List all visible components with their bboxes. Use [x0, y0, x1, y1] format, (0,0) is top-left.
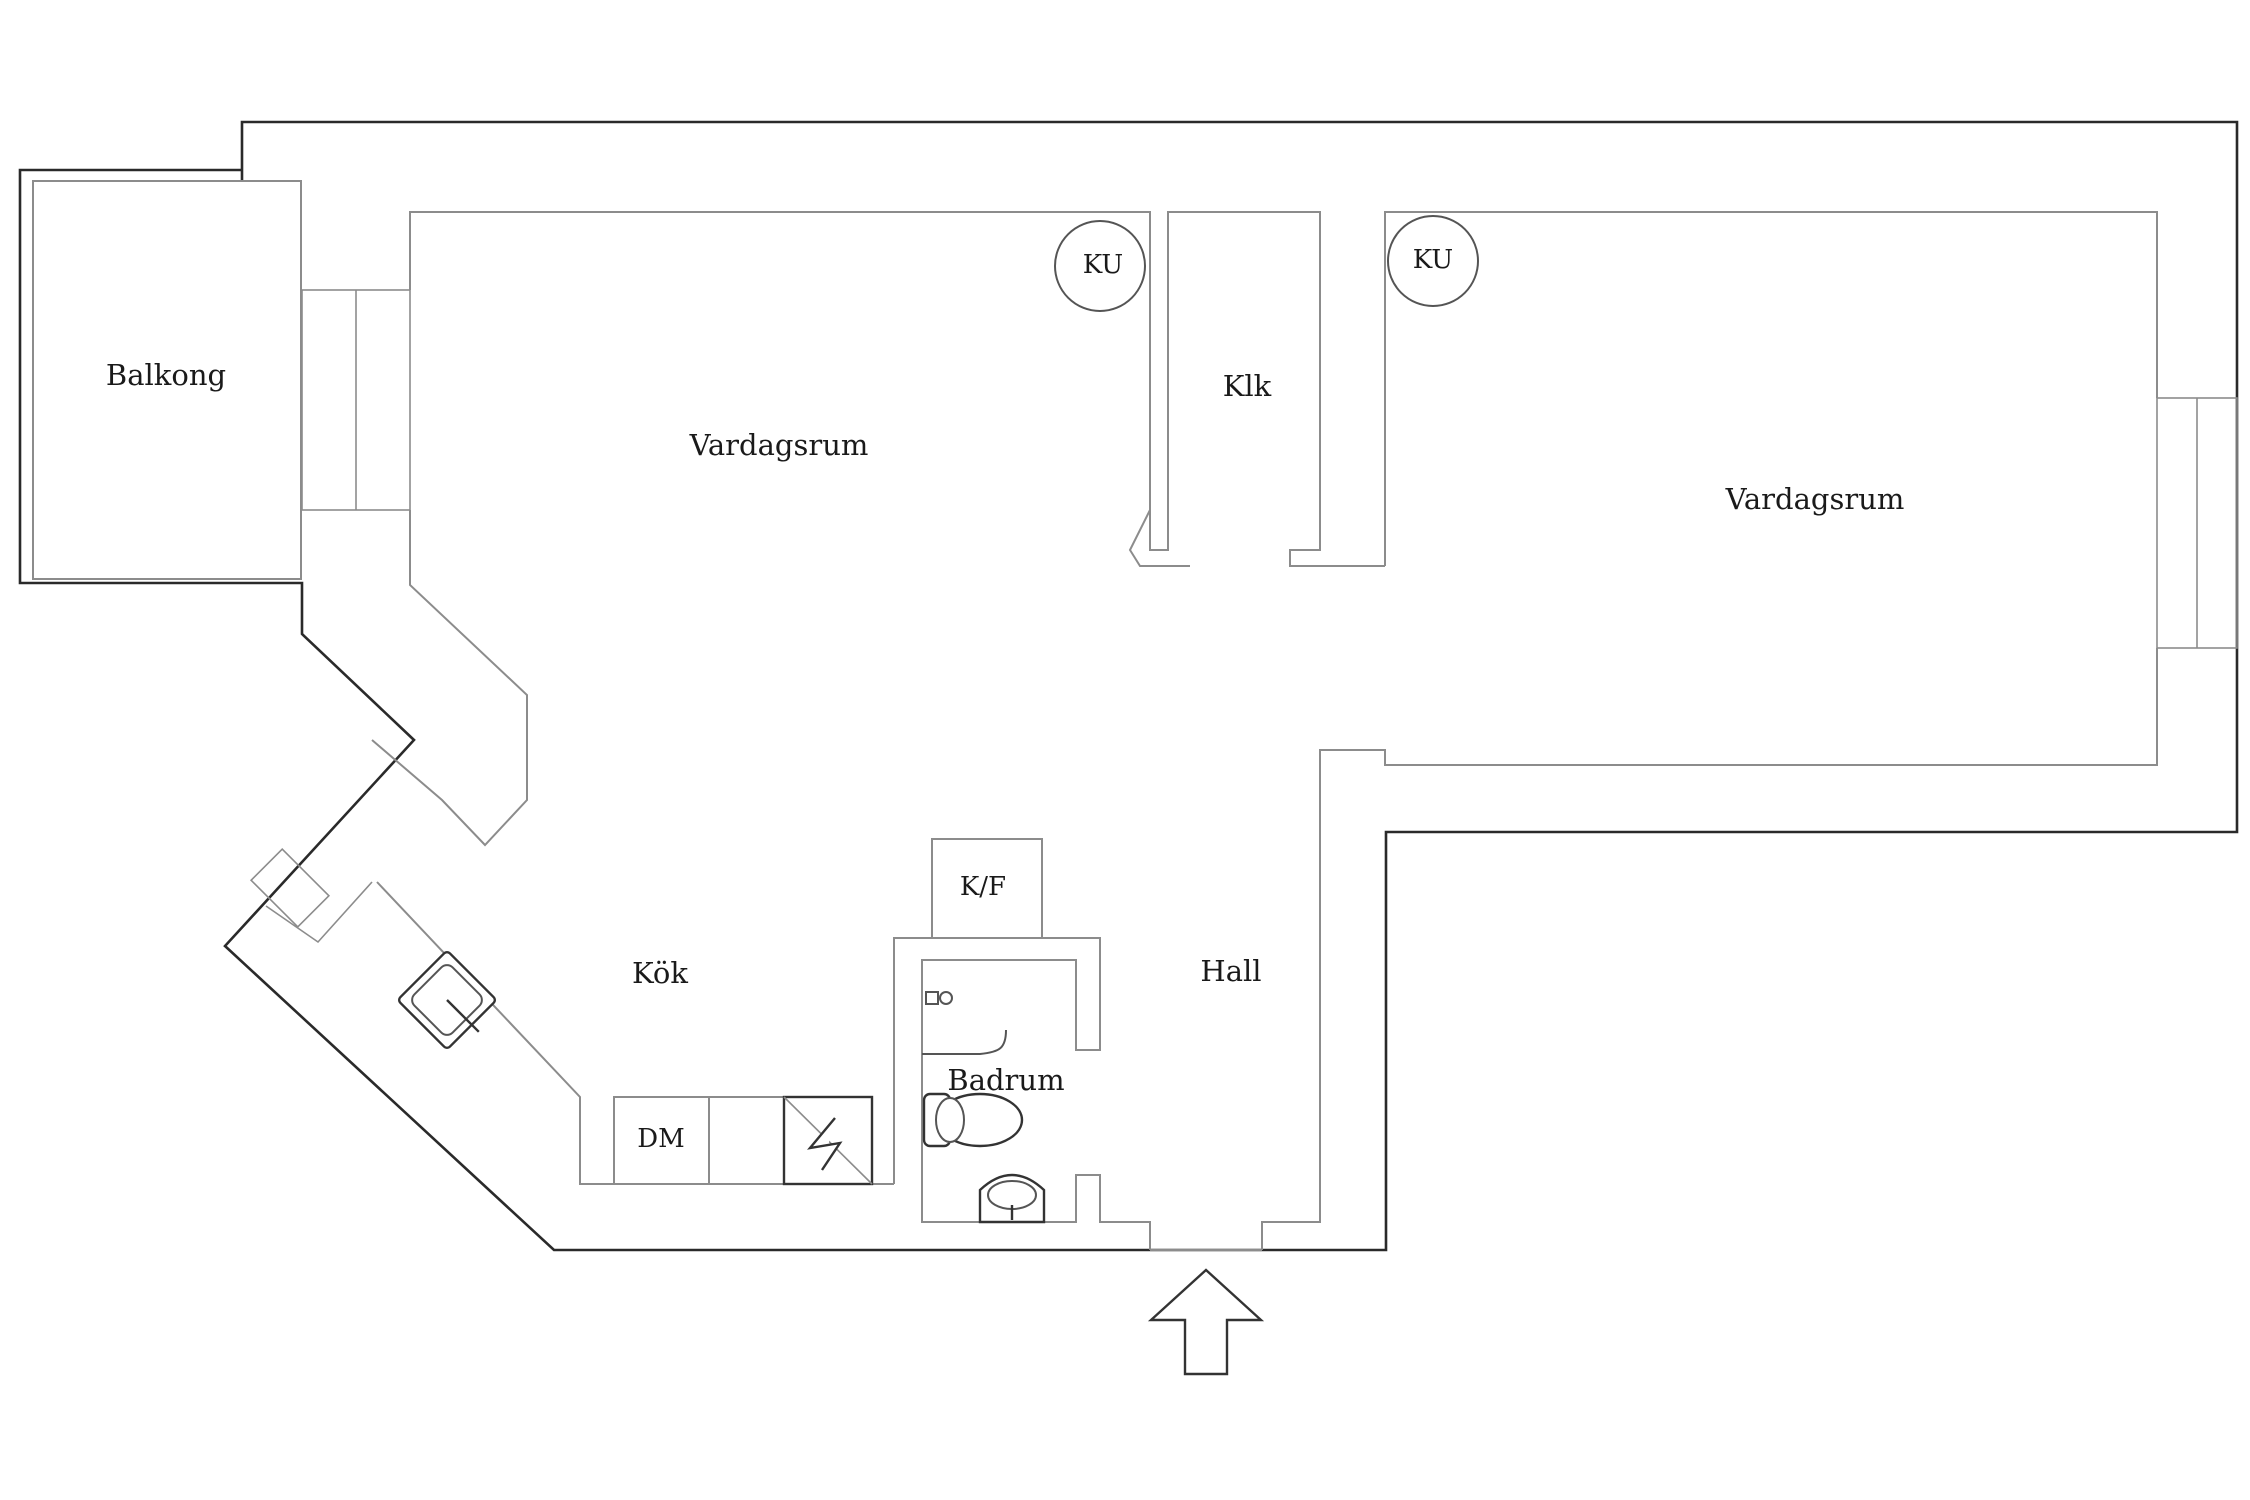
room-label-klk: Klk — [1223, 369, 1272, 403]
room-label-kok: Kök — [632, 956, 688, 990]
fixture-label-ku-right: KU — [1413, 245, 1453, 275]
kitchen-sink-icon — [397, 950, 497, 1050]
storage-unit-left — [1054, 220, 1146, 312]
shower-icon — [922, 991, 1007, 1055]
room-label-vardagsrum-left: Vardagsrum — [689, 428, 869, 462]
living-right-wall — [1384, 211, 2158, 566]
arrow-up-icon — [1147, 1268, 1265, 1376]
kitchen-window — [249, 847, 331, 929]
washbasin-icon — [978, 1173, 1046, 1224]
room-label-balkong: Balkong — [106, 358, 226, 392]
outer-wall-main — [18, 120, 2239, 1252]
storage-unit-right — [1387, 215, 1479, 307]
room-label-hall: Hall — [1200, 954, 1261, 988]
room-label-badrum: Badrum — [947, 1063, 1064, 1097]
room-label-vardagsrum-right: Vardagsrum — [1725, 482, 1905, 516]
living-left-lower-wall — [371, 510, 528, 847]
toilet-icon — [922, 1092, 1024, 1148]
bathroom-walls — [893, 937, 1151, 1250]
fridge-freezer — [931, 838, 1043, 939]
fixture-label-kf: K/F — [960, 872, 1006, 902]
wardrobe-walls — [1149, 211, 1321, 567]
outer-walls — [18, 120, 2239, 1252]
fixture-label-dm: DM — [637, 1124, 684, 1154]
fixture-label-ku-left: KU — [1083, 250, 1123, 280]
stove-icon — [782, 1095, 874, 1186]
inner-walls — [249, 211, 2238, 1251]
balcony-inner-rail — [32, 180, 302, 580]
